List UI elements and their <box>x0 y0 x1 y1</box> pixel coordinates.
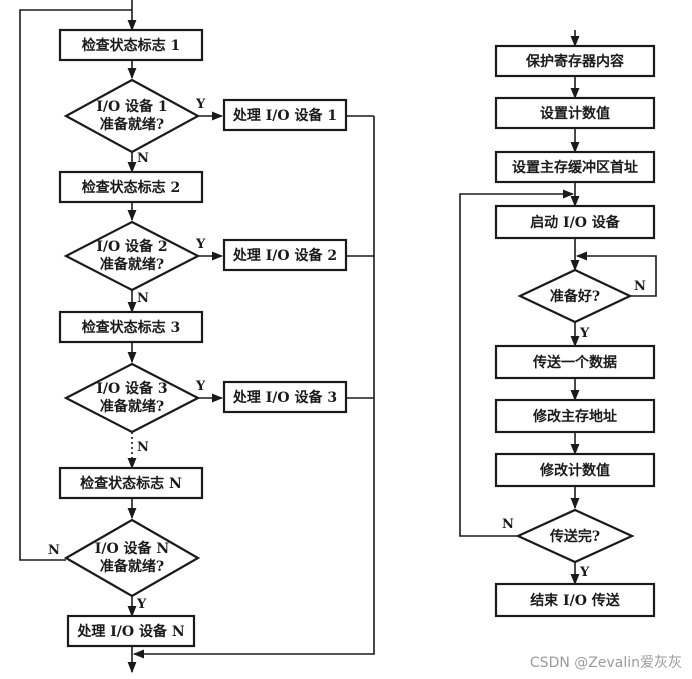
process-device-3-label: 处理 I/O 设备 3 <box>232 389 337 406</box>
check-status-3-label: 检查状态标志 3 <box>82 319 181 336</box>
modify-count-label: 修改计数值 <box>539 462 610 479</box>
save-registers-box <box>494 44 656 78</box>
device-1-no-label: N <box>137 151 149 166</box>
device-n-yes-label: Y <box>136 597 147 612</box>
device-3-no-label: N <box>137 440 149 455</box>
device-n-ready-decision <box>63 518 201 598</box>
end-transfer-label: 结束 I/O 传送 <box>530 592 621 609</box>
process-device-n-box <box>66 614 196 648</box>
check-status-2-label: 检查状态标志 2 <box>82 179 181 196</box>
set-buffer-address-label: 设置主存缓冲区首址 <box>512 159 638 176</box>
loop-back-line <box>19 9 132 561</box>
device-1-ready-decision <box>63 78 201 154</box>
device-1-yes-label: Y <box>195 97 206 112</box>
check-status-1-label: 检查状态标志 1 <box>82 37 181 54</box>
process-device-n-label: 处理 I/O 设备 N <box>76 623 184 640</box>
ready-yes-label: Y <box>579 326 590 341</box>
check-status-1-box <box>58 28 204 62</box>
start-device-box <box>494 204 656 240</box>
device-3-ready-line2: 准备就绪? <box>100 398 164 415</box>
process-device-1-label: 处理 I/O 设备 1 <box>232 107 337 124</box>
ready-decision-label: 准备好? <box>550 288 600 305</box>
polling-flowchart: 检查状态标志 1 I/O 设备 1 准备就绪? Y 处理 I/O 设备 1 N … <box>19 0 375 674</box>
device-2-no-label: N <box>137 291 149 306</box>
check-status-3-box <box>58 310 204 344</box>
merge-line <box>132 116 375 659</box>
process-device-2-box <box>222 238 348 272</box>
check-status-n-label: 检查状态标志 N <box>80 475 182 492</box>
device-2-ready-decision <box>63 220 201 292</box>
transfer-done-label: 传送完? <box>549 528 600 545</box>
process-device-1-box <box>222 98 348 132</box>
device-1-ready-line2: 准备就绪? <box>100 116 164 133</box>
device-2-ready-line2: 准备就绪? <box>100 256 164 273</box>
device-n-ready-line2: 准备就绪? <box>100 558 164 575</box>
device-n-ready-line1: I/O 设备 N <box>95 540 170 557</box>
set-buffer-address-box <box>494 150 656 184</box>
start-device-label: 启动 I/O 设备 <box>530 214 621 231</box>
check-status-n-box <box>58 466 204 500</box>
modify-address-label: 修改主存地址 <box>532 408 617 425</box>
ready-no-label: N <box>634 279 646 294</box>
device-2-ready-line1: I/O 设备 2 <box>96 238 167 255</box>
send-data-label: 传送一个数据 <box>532 354 617 371</box>
save-registers-label: 保护寄存器内容 <box>525 53 624 70</box>
device-3-ready-line1: I/O 设备 3 <box>96 380 167 397</box>
end-transfer-box <box>494 582 656 618</box>
ready-loop-line <box>575 251 657 297</box>
process-device-3-box <box>222 380 348 414</box>
device-3-yes-label: Y <box>195 379 206 394</box>
device-n-no-label: N <box>48 543 60 558</box>
check-status-2-box <box>58 170 204 204</box>
device-2-yes-label: Y <box>195 237 206 252</box>
device-1-ready-line1: I/O 设备 1 <box>96 98 167 115</box>
device-3-ready-decision <box>63 362 201 434</box>
transfer-loop-line <box>459 189 575 537</box>
set-count-label: 设置计数值 <box>540 105 610 122</box>
done-yes-label: Y <box>579 565 590 580</box>
process-device-2-label: 处理 I/O 设备 2 <box>232 247 337 264</box>
watermark-text: CSDN @Zevalin爱灰灰 <box>530 655 682 671</box>
done-no-label: N <box>502 517 514 532</box>
set-count-box <box>494 96 656 130</box>
dma-transfer-flowchart: 保护寄存器内容 设置计数值 设置主存缓冲区首址 启动 I/O 设备 准备好? N… <box>459 30 657 618</box>
